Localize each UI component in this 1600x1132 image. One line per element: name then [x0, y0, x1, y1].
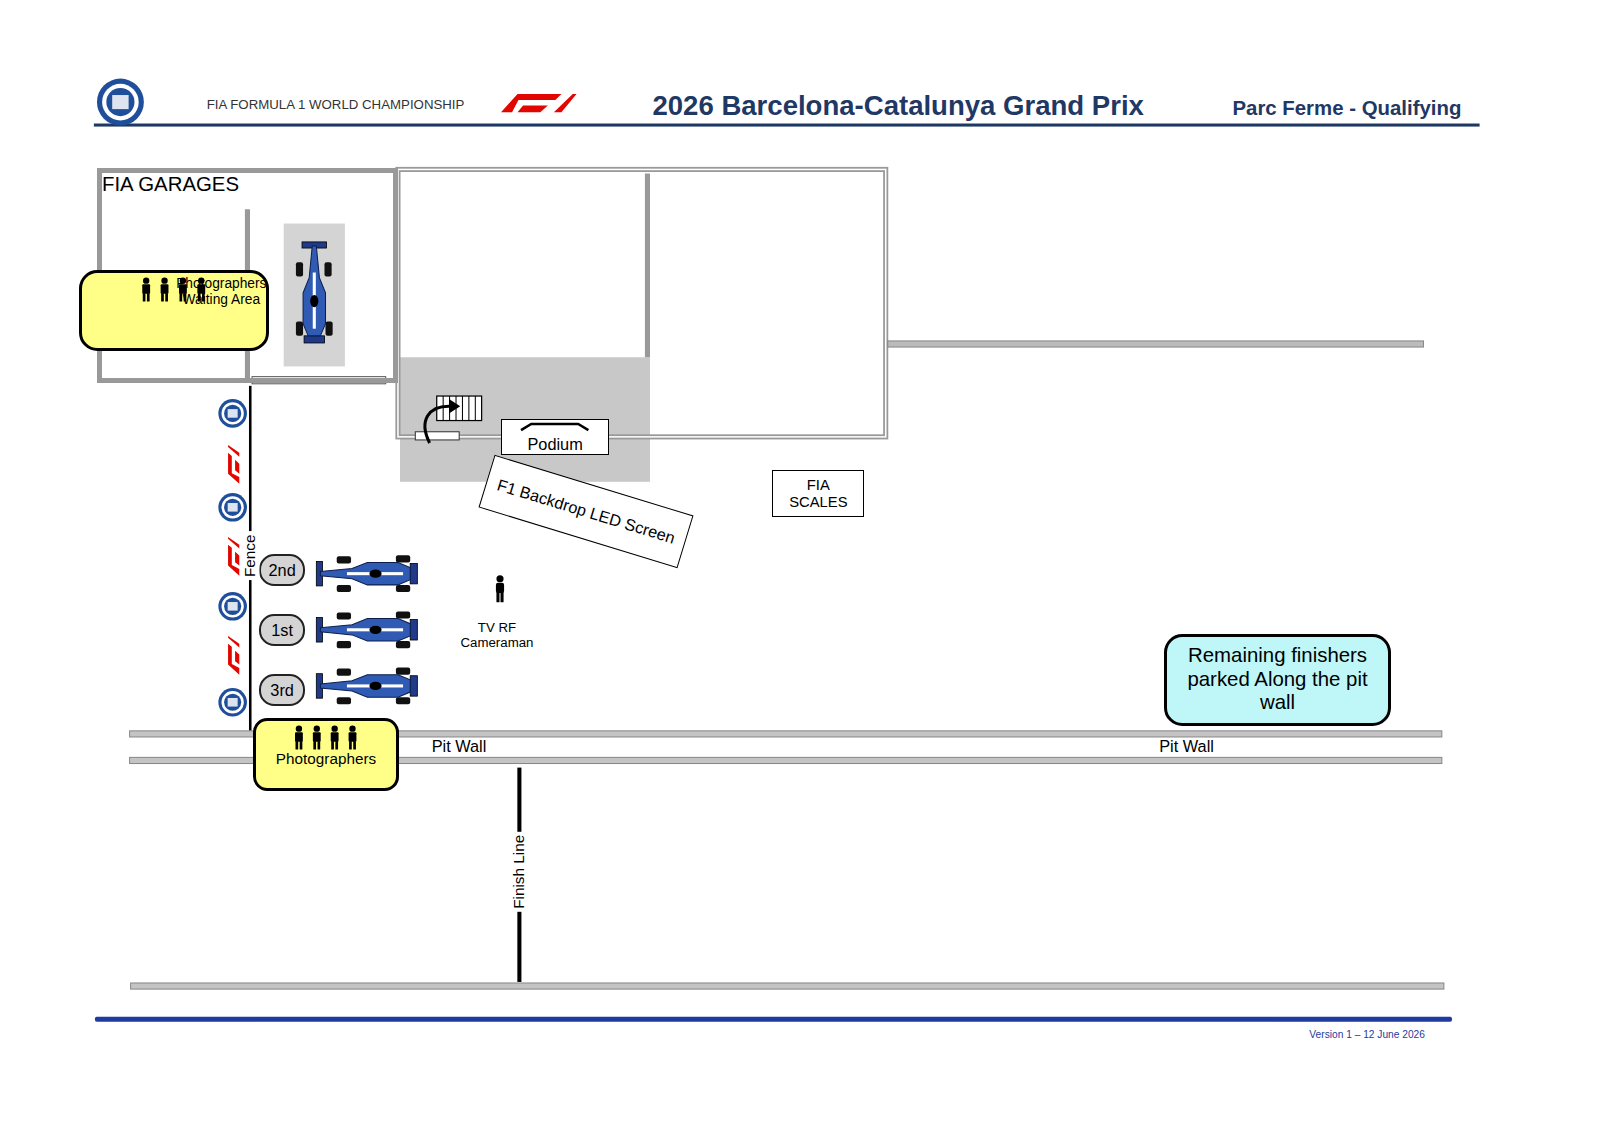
f1-car	[316, 555, 417, 592]
fia-logo	[218, 688, 247, 717]
pit-wall-label: Pit Wall	[432, 737, 487, 756]
photographer-area: Photographers	[253, 718, 399, 790]
garage-car-bay	[284, 224, 345, 367]
node-label: Remaining finishers parked Along the pit…	[1171, 644, 1383, 714]
header-subtitle: Parc Ferme - Qualifying	[1232, 97, 1461, 120]
waiting-area: Photographers Waiting Area	[79, 270, 268, 351]
camera-label: TV RF Cameraman	[446, 620, 548, 651]
node-label: Podium	[527, 435, 582, 454]
building-outline-inner	[398, 169, 886, 436]
stairs-symbol	[437, 396, 482, 420]
position-marker: 2nd	[259, 554, 305, 586]
f1-logo	[228, 537, 239, 576]
f1-car	[296, 242, 333, 343]
curved-arrow	[425, 406, 451, 443]
f1-logo	[501, 94, 577, 112]
led-screen: F1 Backdrop LED Screen	[478, 454, 693, 568]
pit-wall-label: Pit Wall	[1159, 737, 1214, 756]
arrow-head	[449, 399, 460, 413]
header-rule	[94, 124, 1480, 127]
people-icon	[290, 725, 361, 749]
fia-logo	[97, 79, 144, 126]
finish-line-label: Finish Line	[511, 832, 529, 912]
building-wall	[888, 341, 1424, 347]
node-label: Photographers Waiting Area	[176, 276, 266, 308]
node-label: 1st	[271, 621, 293, 640]
position-marker: 1st	[259, 614, 305, 646]
page-title: 2026 Barcelona-Catalunya Grand Prix	[652, 90, 1143, 122]
node-label: FIA SCALES	[778, 477, 860, 511]
f1-car	[316, 668, 417, 705]
footer-rule	[95, 1017, 1452, 1022]
node-label: FIA GARAGES	[102, 173, 393, 196]
position-marker: 3rd	[259, 674, 305, 706]
scales-box: FIA SCALES	[772, 470, 864, 517]
cameraman-icon	[496, 575, 504, 602]
fia-logo	[218, 399, 247, 428]
f1-logo	[228, 636, 239, 675]
node-label: 2nd	[269, 561, 296, 580]
node-label: Photographers	[276, 750, 376, 768]
step	[415, 432, 459, 440]
fia-logo	[218, 592, 247, 621]
node-label: F1 Backdrop LED Screen	[495, 475, 677, 547]
version-note: Version 1 – 12 June 2026	[1309, 1029, 1425, 1041]
f1-car	[316, 611, 417, 648]
header-text: FIA FORMULA 1 WORLD CHAMPIONSHIP	[207, 97, 465, 112]
podium-symbol	[519, 422, 590, 431]
f1-logo	[228, 445, 239, 484]
info-box: Remaining finishers parked Along the pit…	[1164, 634, 1391, 726]
track-edge	[131, 983, 1444, 989]
garage-building: Photographers Waiting Area FIA GARAGES	[97, 168, 398, 382]
node-label: 3rd	[270, 681, 294, 700]
fence-label: Fence	[241, 532, 259, 581]
podium-box: Podium	[501, 419, 609, 455]
fia-logo	[218, 493, 247, 522]
building-outline	[398, 169, 886, 436]
building-wall	[645, 174, 650, 358]
